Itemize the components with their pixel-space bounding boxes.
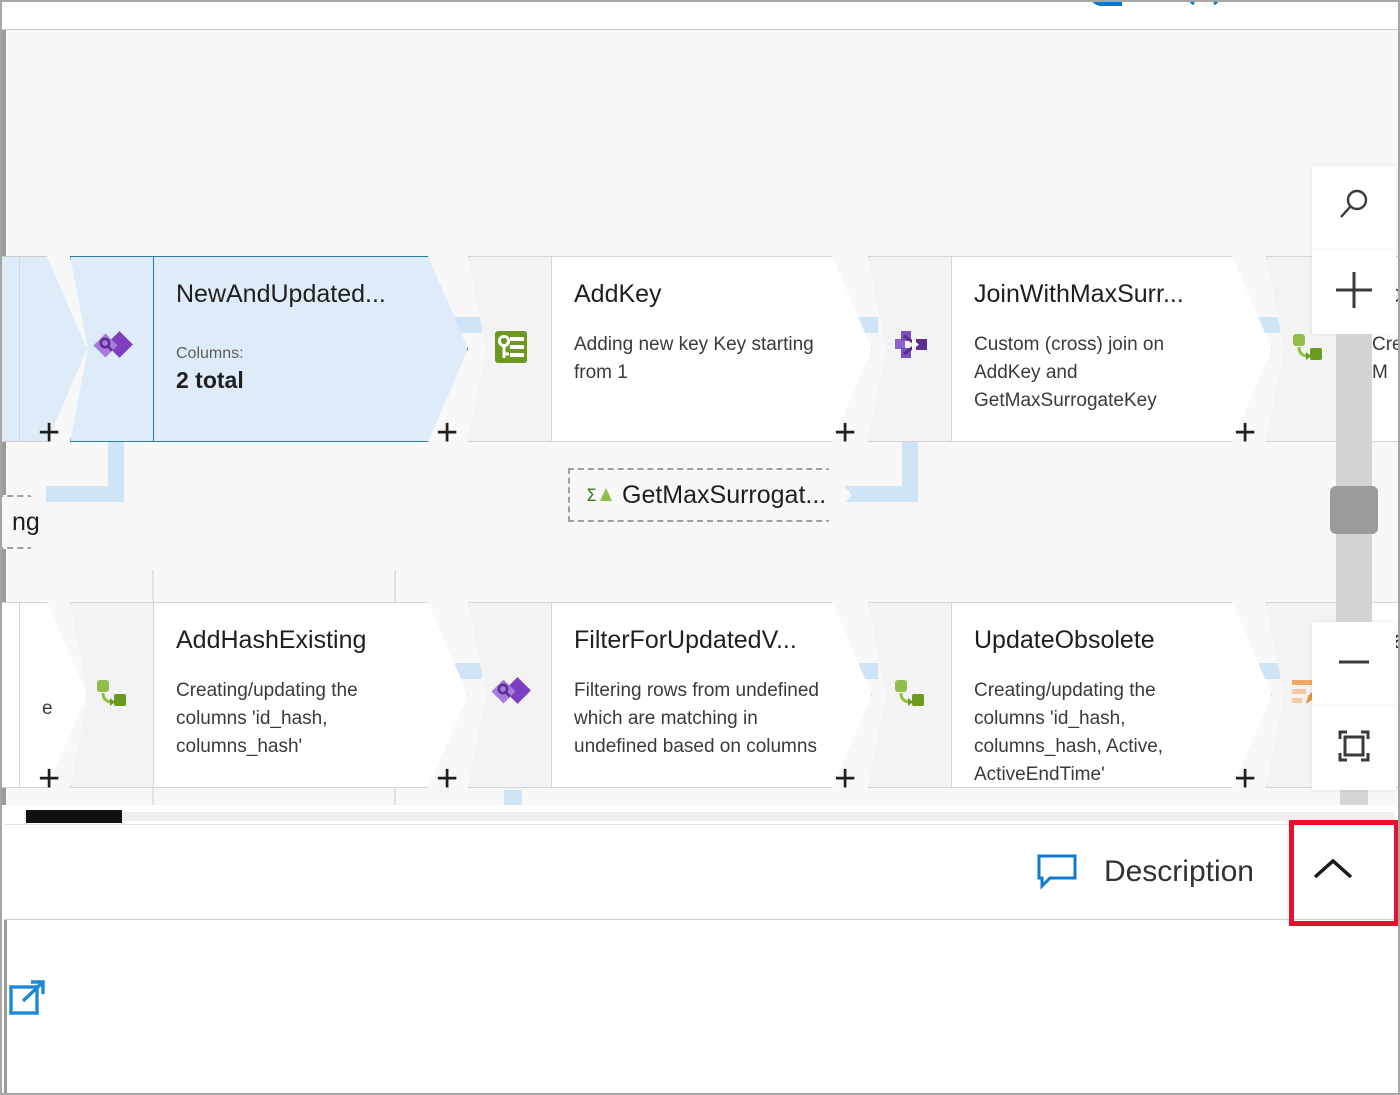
node-meta-value: 2 total [176, 367, 244, 393]
aggregate-icon: Σ [586, 482, 612, 508]
scrollbar-track[interactable] [24, 812, 1394, 821]
graph-node-filter-for-updated-v[interactable]: FilterForUpdatedV... Filtering rows from… [468, 602, 872, 788]
svg-text:Σ: Σ [586, 486, 597, 506]
reference-node-get-max-surrogate[interactable]: Σ GetMaxSurrogat... [568, 468, 852, 522]
add-node-handle[interactable]: + [1234, 758, 1257, 800]
node-subtitle: Creating/updating the columns 'id_hash, … [176, 680, 358, 757]
node-subtitle: Cre col col M [1372, 334, 1393, 383]
node-title: JoinWithMaxSurr... [974, 280, 1184, 308]
node-icon-slot [70, 256, 154, 442]
comment-icon [1036, 853, 1078, 891]
horizontal-scrollbar[interactable] [6, 808, 1398, 824]
zoom-search-button[interactable] [1312, 166, 1396, 250]
plus-icon [1332, 268, 1376, 317]
derived-column-icon [94, 674, 132, 717]
zoom-out-button[interactable] [1312, 622, 1396, 706]
node-icon-slot [70, 602, 154, 788]
description-collapse-button[interactable] [1280, 824, 1386, 920]
graph-node-new-and-updated[interactable]: NewAndUpdated... Columns: 2 total [70, 256, 468, 442]
add-node-handle[interactable]: + [436, 758, 459, 800]
refresh-icon[interactable] [1182, 2, 1226, 12]
add-node-handle[interactable]: + [1234, 412, 1257, 454]
node-body: AddHashExisting Creating/updating the co… [154, 602, 468, 788]
node-icon-slot [868, 602, 952, 788]
panel-left-rail [4, 920, 7, 1093]
graph-node-partial-left-bottom[interactable]: e [2, 602, 87, 788]
add-node-handle[interactable]: + [38, 758, 61, 800]
node-icon-slot [2, 602, 20, 788]
data-preview-icon[interactable] [1086, 2, 1130, 12]
connector-down [504, 790, 522, 805]
reference-node-label: ng [12, 507, 40, 536]
open-in-new-window-button[interactable] [6, 978, 50, 1022]
settings-slider-icon[interactable] [1278, 2, 1322, 12]
reference-node-partial-left[interactable]: ng [2, 495, 54, 549]
toolbar-icon-group [1086, 2, 1322, 12]
top-toolbar [2, 2, 1398, 30]
description-bar-content: Description [1036, 824, 1398, 920]
scrollbar-thumb[interactable] [26, 810, 122, 823]
node-icon-slot [2, 256, 20, 442]
description-label: Description [1103, 855, 1254, 888]
node-subtitle: Filtering rows from undefined which are … [574, 680, 819, 757]
node-meta-label: Columns: [176, 345, 244, 362]
fit-to-screen-icon [1332, 724, 1376, 773]
connector-elbow [46, 486, 124, 502]
description-bar: Description [4, 824, 1398, 920]
derived-column-icon [1290, 328, 1328, 371]
node-title: FilterForUpdatedV... [574, 626, 797, 654]
connector-elbow [902, 422, 918, 502]
graph-node-add-hash-existing[interactable]: AddHashExisting Creating/updating the co… [70, 602, 468, 788]
graph-node-join-with-max-surrogate[interactable]: JoinWithMaxSurr... Custom (cross) join o… [868, 256, 1272, 442]
node-title: NewAndUpdated... [176, 280, 386, 308]
zoom-fit-button[interactable] [1312, 706, 1396, 790]
node-subtitle: Adding new key Key starting from 1 [574, 334, 814, 383]
node-title: UpdateObsolete [974, 626, 1155, 654]
graph-node-add-key[interactable]: AddKey Adding new key Key starting from … [468, 256, 872, 442]
zoom-slider[interactable] [1330, 334, 1378, 622]
description-panel [4, 920, 1398, 1093]
node-body: UpdateObsolete Creating/updating the col… [952, 602, 1272, 788]
node-body: NewAndUpdated... Columns: 2 total [154, 256, 468, 442]
add-node-handle[interactable]: + [834, 412, 857, 454]
node-body: AddKey Adding new key Key starting from … [552, 256, 872, 442]
add-node-handle[interactable]: + [834, 758, 857, 800]
node-icon-slot [868, 256, 952, 442]
chevron-up-icon [1308, 853, 1358, 892]
node-title: AddKey [574, 280, 662, 308]
graph-node-update-obsolete[interactable]: UpdateObsolete Creating/updating the col… [868, 602, 1272, 788]
node-body: JoinWithMaxSurr... Custom (cross) join o… [952, 256, 1272, 442]
node-icon-slot [468, 256, 552, 442]
zoom-control-panel [1312, 166, 1396, 790]
zoom-in-button[interactable] [1312, 250, 1396, 334]
join-icon [892, 328, 930, 371]
reference-node-label: GetMaxSurrogat... [622, 480, 827, 509]
dataflow-canvas[interactable]: + NewAndUpdated... Columns: 2 total [2, 30, 1398, 805]
add-node-handle[interactable]: + [436, 412, 459, 454]
connector-elbow [840, 486, 918, 502]
exists-icon [92, 327, 133, 372]
minus-icon [1332, 640, 1376, 689]
graph-node-partial-left-top[interactable] [2, 256, 87, 442]
connector-elbow [108, 422, 124, 502]
magnifier-icon [1333, 185, 1375, 232]
external-link-icon [8, 978, 48, 1023]
node-body: FilterForUpdatedV... Filtering rows from… [552, 602, 872, 788]
node-title: AddHashExisting [176, 626, 367, 654]
node-subtitle: Creating/updating the columns 'id_hash, … [974, 680, 1164, 785]
add-node-handle[interactable]: + [38, 412, 61, 454]
zoom-slider-thumb[interactable] [1330, 486, 1378, 534]
exists-icon [490, 673, 531, 718]
node-subtitle: Custom (cross) join on AddKey and GetMax… [974, 334, 1165, 411]
derived-column-icon [892, 674, 930, 717]
surrogate-key-icon [492, 328, 530, 371]
node-icon-slot [468, 602, 552, 788]
